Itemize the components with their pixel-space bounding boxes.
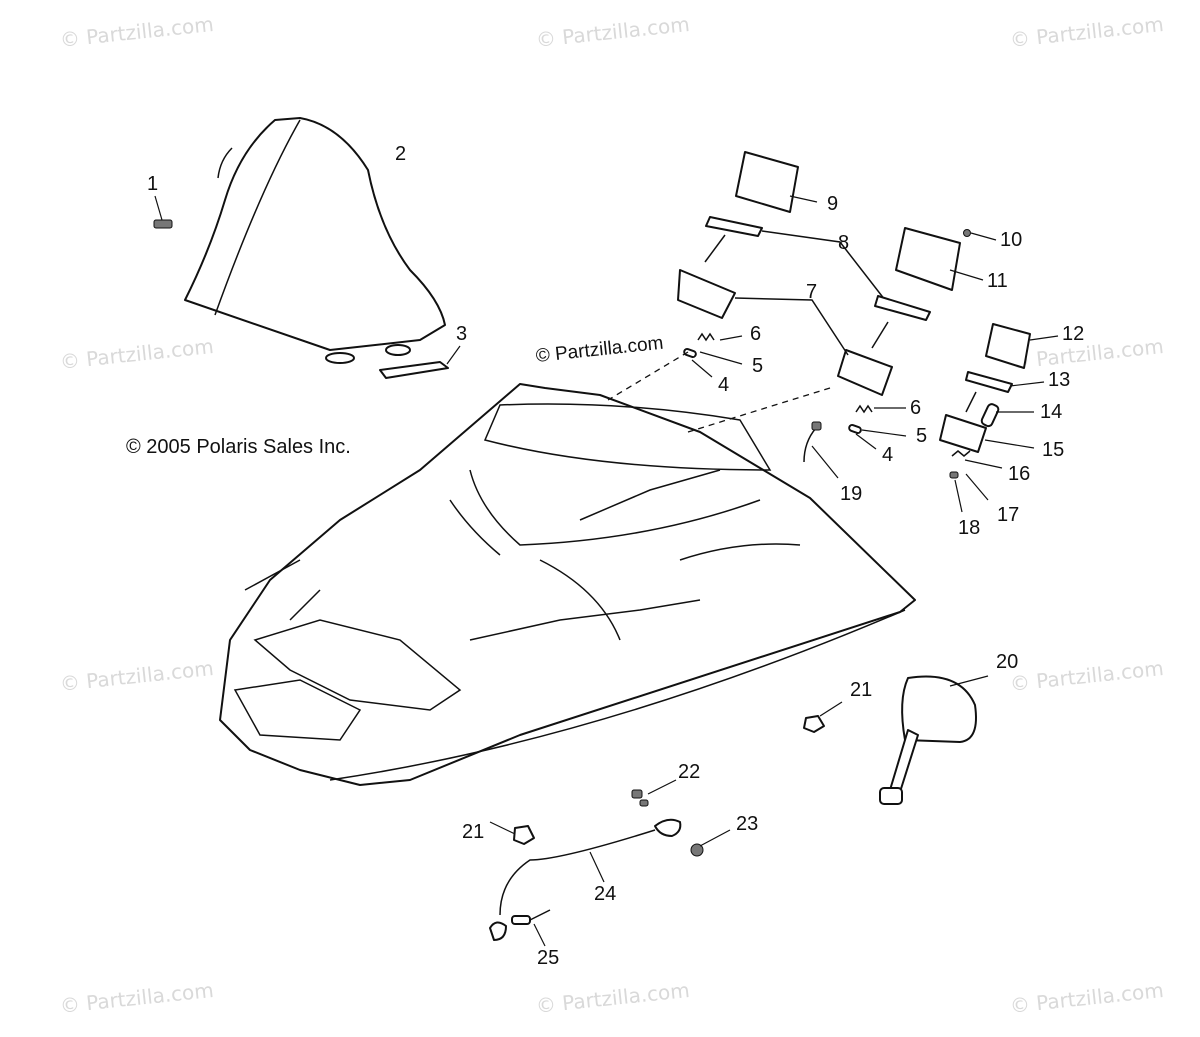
callout-4: 4 [718, 374, 730, 396]
callout-4b: 4 [882, 444, 894, 466]
callout-13: 13 [1048, 369, 1071, 391]
screw-1 [153, 219, 173, 229]
callout-6: 6 [750, 323, 762, 345]
callout-3: 3 [456, 323, 468, 345]
callout-21b: 21 [462, 821, 485, 843]
callout-7: 7 [806, 281, 818, 303]
windshield [184, 117, 446, 364]
spring-6 [697, 332, 715, 342]
callout-15: 15 [1042, 439, 1065, 461]
callout-20: 20 [996, 651, 1019, 673]
grommet-21 [803, 715, 825, 733]
callout-17: 17 [997, 504, 1020, 526]
housing-15 [939, 414, 987, 453]
callout-2: 2 [395, 143, 407, 165]
grommet-21b [513, 825, 535, 845]
callout-5b: 5 [916, 425, 928, 447]
callout-6b: 6 [910, 397, 922, 419]
callout-10: 10 [1000, 229, 1023, 251]
callout-12: 12 [1062, 323, 1085, 345]
housing-7b [837, 349, 893, 396]
screw-10 [963, 229, 971, 237]
lens-11 [895, 227, 961, 291]
wire-19 [803, 421, 822, 463]
callout-8: 8 [838, 232, 850, 254]
callout-23: 23 [736, 813, 759, 835]
spring-16 [951, 450, 971, 457]
callout-9: 9 [827, 193, 839, 215]
bolt-22 [631, 789, 649, 807]
nut-23 [690, 843, 704, 857]
spring-6b [855, 404, 873, 414]
callout-24: 24 [594, 883, 617, 905]
screw-18 [949, 471, 959, 479]
lens-12 [985, 323, 1031, 369]
gasket-13 [965, 371, 1013, 393]
callout-1: 1 [147, 173, 159, 195]
callout-14: 14 [1040, 401, 1063, 423]
copyright-note: © 2005 Polaris Sales Inc. [126, 436, 351, 458]
callout-5: 5 [752, 355, 764, 377]
bracket-3 [379, 361, 449, 379]
hood [219, 383, 916, 786]
spring-5b [848, 423, 862, 435]
callout-21: 21 [850, 679, 873, 701]
tether-24 [489, 818, 682, 941]
spring-5 [683, 347, 697, 359]
callout-11: 11 [987, 270, 1008, 292]
bulb-14 [980, 403, 1000, 428]
callout-18: 18 [958, 517, 981, 539]
housing-7 [677, 269, 736, 319]
callout-22: 22 [678, 761, 701, 783]
callout-25: 25 [537, 947, 560, 969]
gasket-8 [705, 216, 763, 237]
callout-16: 16 [1008, 463, 1031, 485]
lens-9 [735, 151, 799, 213]
callout-19: 19 [840, 483, 863, 505]
gasket-8b [874, 295, 931, 321]
mirror-20 [879, 675, 977, 805]
